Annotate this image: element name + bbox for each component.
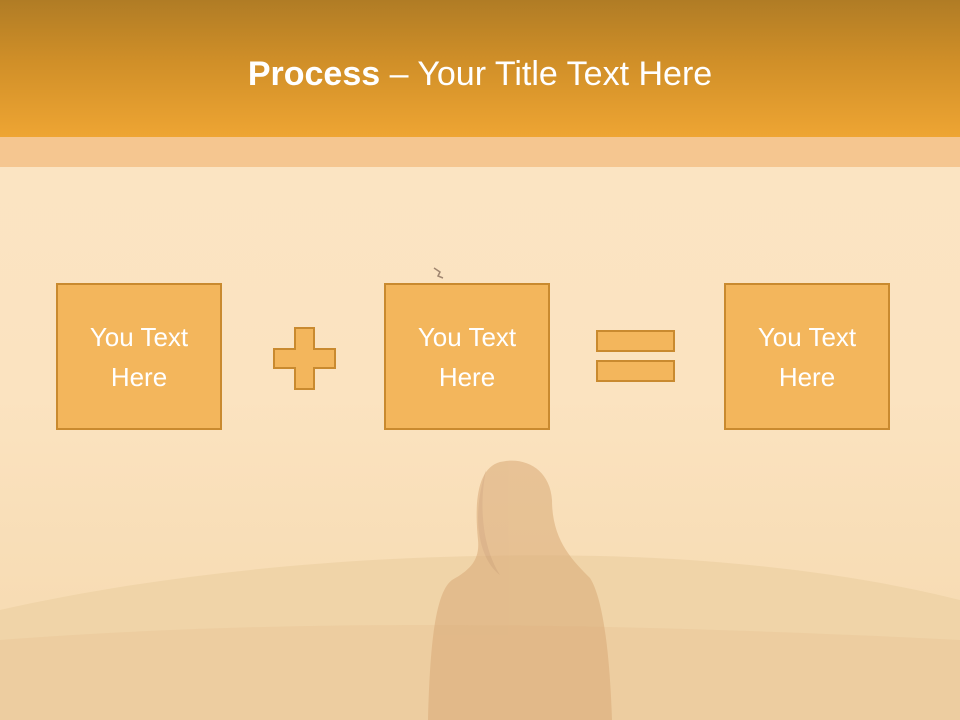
title-bold: Process [247,55,381,93]
slide-title[interactable]: Process – Your Title Text Here [0,52,960,96]
sub-band [0,137,960,167]
text-box-3[interactable]: You Text Here [724,283,890,430]
equals-icon [596,330,675,382]
title-band [0,0,960,137]
title-dash: – [380,55,418,93]
text-box-2-label: You Text Here [417,321,517,392]
person-silhouette [428,460,612,720]
bird-icon [433,267,444,279]
text-box-1-label: You Text Here [89,321,189,392]
text-box-1[interactable]: You Text Here [56,283,222,430]
text-box-2[interactable]: You Text Here [384,283,550,430]
plus-icon [273,327,336,390]
text-box-3-label: You Text Here [757,321,857,392]
title-text: Your Title Text Here [417,55,713,93]
